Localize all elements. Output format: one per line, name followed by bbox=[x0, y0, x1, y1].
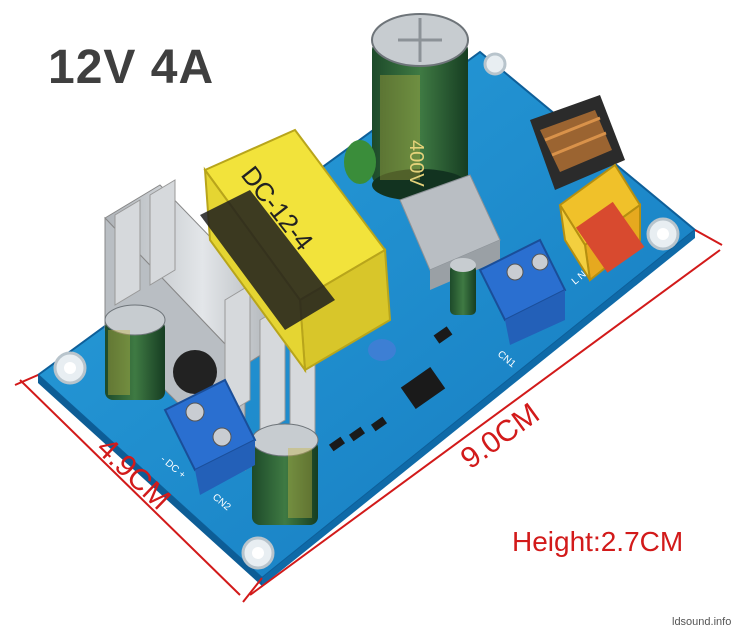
output-inductor bbox=[173, 350, 217, 394]
mounting-holes bbox=[53, 52, 680, 570]
dimension-line-width bbox=[14, 374, 241, 596]
x-capacitor bbox=[558, 163, 645, 282]
terminal-block-output bbox=[163, 378, 257, 495]
small-capacitor-1 bbox=[104, 304, 166, 400]
small-capacitor-3 bbox=[450, 258, 476, 315]
small-capacitor-2 bbox=[251, 423, 319, 525]
green-capacitor bbox=[344, 140, 376, 184]
smd-components bbox=[328, 326, 453, 452]
capacitor-rating: 400V bbox=[405, 140, 427, 187]
terminal-block-input bbox=[478, 238, 567, 345]
optocoupler bbox=[400, 367, 446, 409]
choke-inductor bbox=[530, 95, 625, 190]
height-label: Height:2.7CM bbox=[512, 526, 684, 557]
transformer: DC-12-4 bbox=[200, 128, 392, 374]
product-title: 12V 4A bbox=[48, 41, 215, 94]
y-capacitor bbox=[368, 339, 396, 361]
bulk-capacitor: 400V bbox=[371, 13, 469, 201]
pcb-edge bbox=[38, 375, 262, 586]
dimension-line-length bbox=[242, 229, 723, 603]
watermark-text: ldsound.info bbox=[672, 616, 732, 628]
